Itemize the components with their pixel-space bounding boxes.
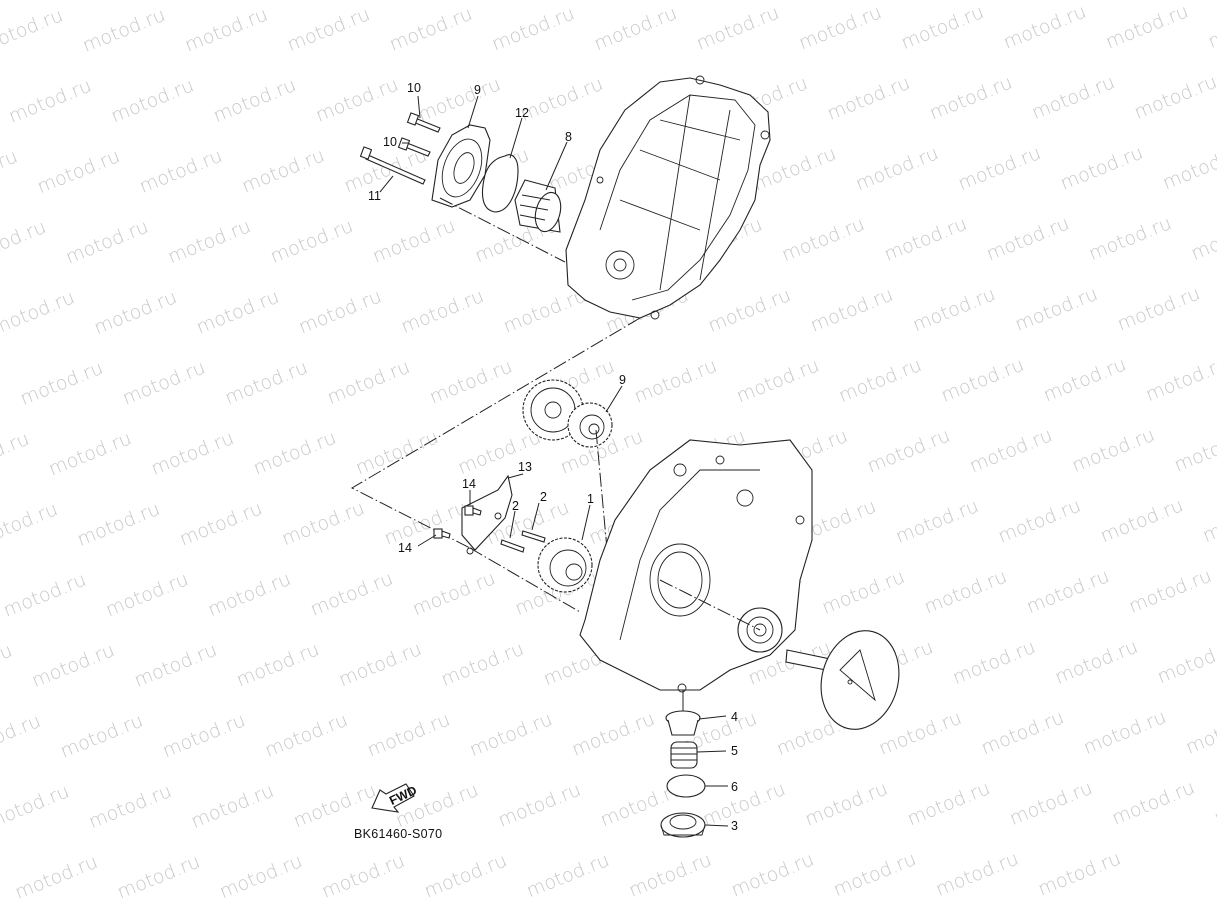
oil-filter-cover — [431, 124, 491, 208]
crankshaft — [785, 630, 900, 730]
callout-14-upper: 14 — [462, 477, 476, 491]
callout-2-upper: 2 — [540, 490, 547, 504]
callout-14-lower: 14 — [398, 541, 412, 555]
crankcase-cover — [565, 75, 771, 320]
callout-9: 9 — [474, 83, 481, 97]
spring-5 — [670, 741, 698, 769]
callout-5: 5 — [731, 744, 738, 758]
callout-1: 1 — [587, 492, 594, 506]
callout-6: 6 — [731, 780, 738, 794]
screws-2 — [500, 530, 546, 553]
callout-8: 9 — [619, 373, 626, 387]
oil-pump-gear-1 — [537, 537, 593, 593]
plate-13 — [461, 474, 513, 555]
bolts-14 — [433, 505, 482, 539]
callout-10-lower: 10 — [383, 135, 397, 149]
o-ring-6 — [666, 774, 706, 798]
bolts-upper — [359, 112, 441, 185]
fwd-label: FWD — [387, 783, 419, 808]
oil-filter-element — [514, 179, 562, 233]
strainer-4 — [665, 710, 701, 736]
callout-2-lower: 2 — [512, 499, 519, 513]
figure-code: BK61460-S070 — [354, 827, 442, 841]
leader-lines — [379, 95, 729, 827]
callout-11: 11 — [368, 189, 381, 203]
callout-13: 13 — [518, 460, 532, 474]
callout-3: 3 — [731, 819, 738, 833]
idler-gears — [522, 379, 613, 448]
crankcase-lower — [579, 439, 813, 693]
callout-10-upper: 10 — [407, 81, 421, 95]
callout-4: 4 — [731, 710, 738, 724]
fwd-direction-arrow: FWD — [371, 783, 419, 813]
callout-7: 8 — [565, 130, 572, 144]
callout-12: 12 — [515, 106, 529, 120]
alignment-line — [350, 317, 641, 549]
drain-cap-3 — [660, 812, 706, 838]
o-ring-12 — [481, 154, 519, 213]
